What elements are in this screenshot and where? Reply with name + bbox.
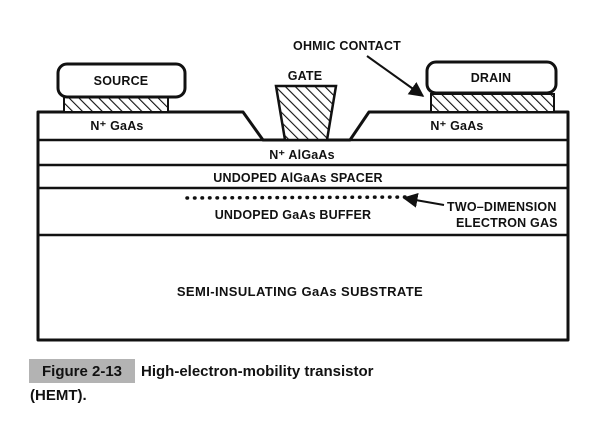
ohmic-contact-callout: OHMIC CONTACT (293, 39, 425, 97)
figure-number-highlight (29, 359, 135, 383)
source-label: SOURCE (94, 74, 149, 88)
figure-title-continued: (HEMT). (30, 387, 87, 404)
n-gaas-right-label: N⁺ GaAs (430, 119, 483, 133)
drain-box (425, 60, 558, 95)
undoped-gaas-buffer-label: UNDOPED GaAs BUFFER (215, 208, 372, 222)
drain-label: DRAIN (471, 71, 512, 85)
figure-caption: Figure 2-13 High-electron-mobility trans… (29, 359, 374, 404)
gate-shape (274, 84, 338, 142)
undoped-algaas-spacer-label: UNDOPED AlGaAs SPACER (213, 171, 383, 185)
drain-ohmic-contact-hatch (430, 93, 555, 113)
electron-gas-label-line1: TWO–DIMENSION (447, 200, 557, 214)
figure-number: Figure 2-13 (42, 363, 122, 380)
figure-title: High-electron-mobility transistor (141, 363, 374, 380)
electron-gas-label-line2: ELECTRON GAS (456, 216, 558, 230)
electron-gas-callout: TWO–DIMENSION ELECTRON GAS (402, 192, 558, 230)
gate-label: GATE (288, 69, 323, 83)
source-box (56, 62, 187, 99)
electron-gas-arrow (402, 192, 445, 208)
gate-electrode: GATE (274, 69, 338, 142)
ohmic-contact-label: OHMIC CONTACT (293, 39, 401, 53)
n-gaas-left-label: N⁺ GaAs (90, 119, 143, 133)
ohmic-contact-arrow (366, 55, 425, 97)
n-algaas-label: N⁺ AlGaAs (269, 148, 335, 162)
drain-electrode: DRAIN (425, 60, 558, 95)
source-electrode: SOURCE (56, 62, 187, 99)
substrate-label: SEMI-INSULATING GaAs SUBSTRATE (177, 284, 423, 299)
electron-gas-dotted-line (185, 195, 419, 200)
layer-stack-outline (36, 110, 570, 342)
